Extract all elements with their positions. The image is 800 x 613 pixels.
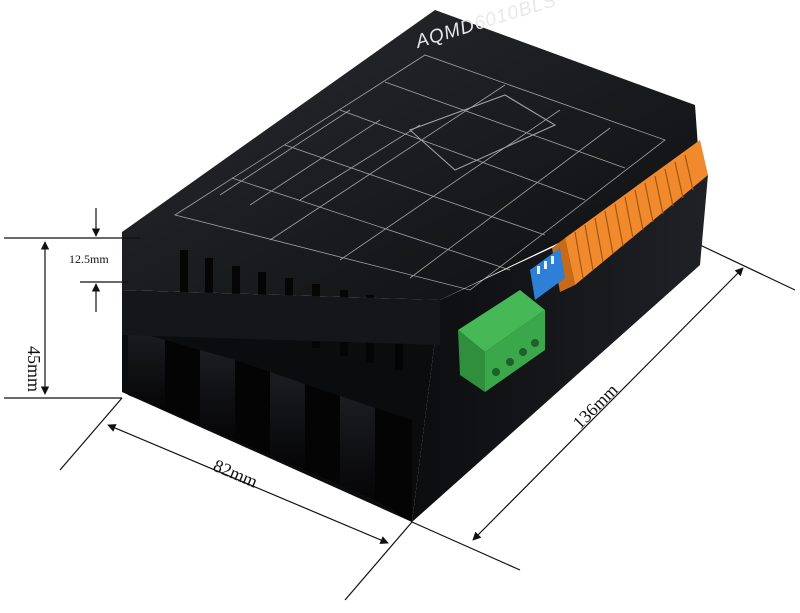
height-label: 45mm bbox=[24, 346, 44, 392]
dimension-annotations bbox=[4, 208, 796, 601]
length-label: 136mm bbox=[569, 380, 622, 433]
driver-top-panel bbox=[122, 10, 700, 300]
width-label: 82mm bbox=[210, 455, 260, 491]
printed-spec-table bbox=[174, 54, 666, 291]
motor-driver: AQMD6010BLS bbox=[122, 0, 708, 522]
fin-spacing-label: 12.5mm bbox=[69, 252, 109, 266]
